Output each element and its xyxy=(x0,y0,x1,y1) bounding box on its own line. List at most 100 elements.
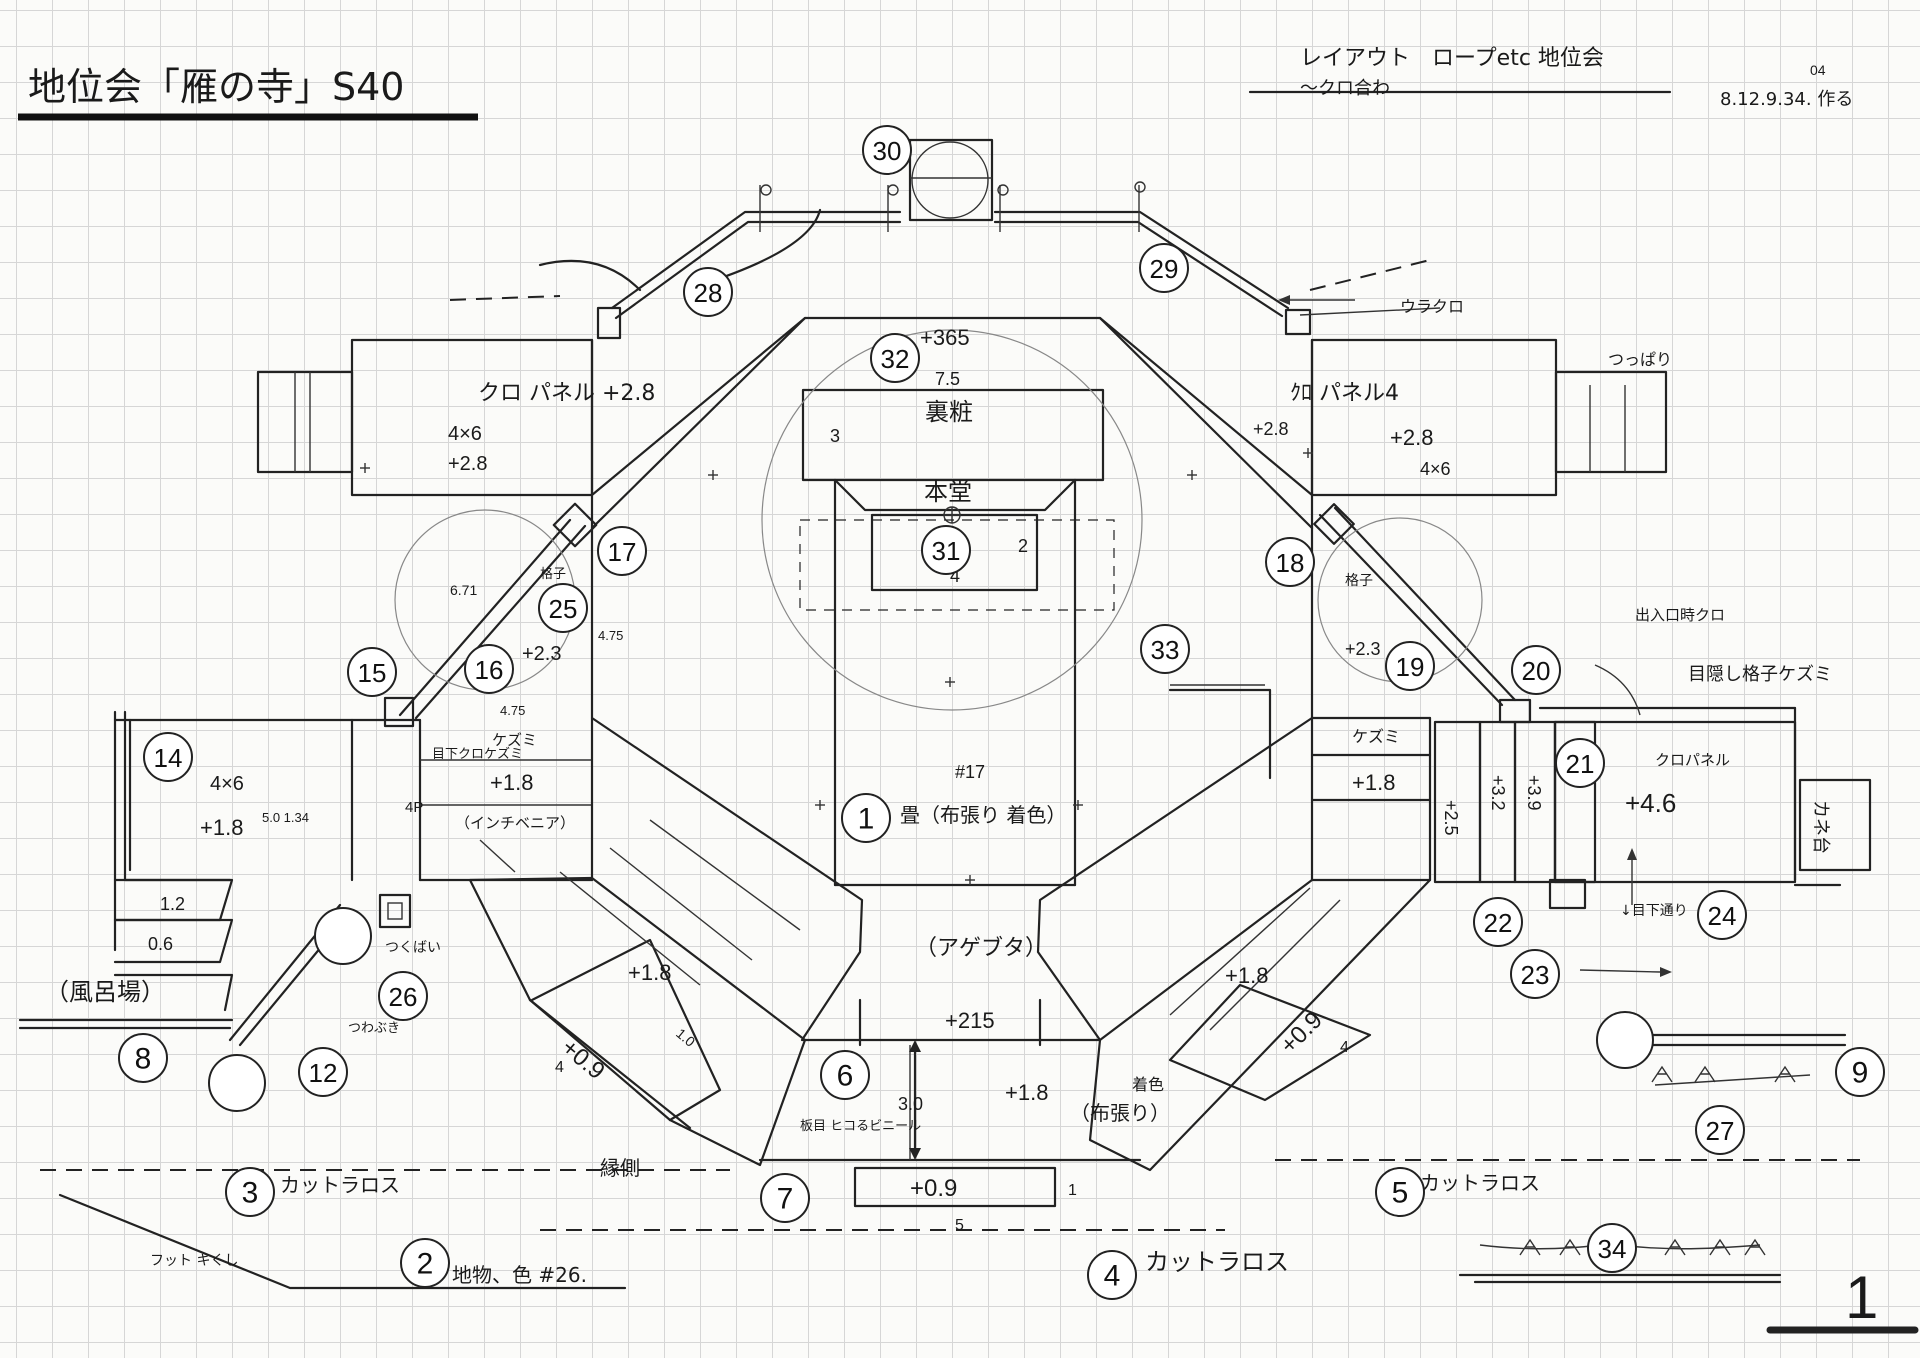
marker-14: 14 xyxy=(143,732,193,782)
left-steps xyxy=(256,370,354,474)
marker-19: 19 xyxy=(1385,641,1435,691)
top-rope-rail xyxy=(449,181,1441,340)
marker-number-30: 30 xyxy=(873,136,902,166)
label-dim-671: 6.71 xyxy=(450,582,477,598)
marker-number-16: 16 xyxy=(475,655,504,685)
label-nuno: （布張り） xyxy=(1070,1101,1170,1125)
label-left-block-dim: 5.0 1.34 xyxy=(262,810,309,825)
label-h18-lr: +1.8 xyxy=(1225,963,1268,988)
marker-circle-30 xyxy=(862,125,912,175)
label-kezumi-left: ケズミ xyxy=(492,731,537,749)
marker-circle-5 xyxy=(1375,1167,1425,1217)
label-h17: #17 xyxy=(955,762,985,782)
marker-circle-27 xyxy=(1695,1105,1745,1155)
marker-3: 3 xyxy=(225,1167,275,1217)
marker-31: 31 xyxy=(921,525,971,575)
marker-circle-7 xyxy=(760,1173,810,1223)
rear-altar xyxy=(801,388,1105,482)
label-dim-475a: 4.75 xyxy=(598,628,623,643)
label-h23-right: +2.3 xyxy=(1345,639,1381,659)
marker-number-3: 3 xyxy=(242,1177,259,1210)
marker-number-23: 23 xyxy=(1521,960,1550,990)
marker-circle-19 xyxy=(1385,641,1435,691)
label-dim-2: 2 xyxy=(1018,536,1028,556)
marker-circle-1 xyxy=(841,793,891,843)
marker-34: 34 xyxy=(1587,1223,1637,1273)
marker-number-33: 33 xyxy=(1151,635,1180,665)
label-abuta: （アゲブタ） xyxy=(915,936,1047,961)
marker-circle-24 xyxy=(1697,890,1747,940)
label-h18-ll: +1.8 xyxy=(628,960,671,985)
marker-21: 21 xyxy=(1555,738,1605,788)
header-note: レイアウト ロープetc 地位会 xyxy=(1300,46,1604,71)
marker-circle-18 xyxy=(1265,537,1315,587)
marker-2: 2 xyxy=(400,1238,450,1288)
marker-23: 23 xyxy=(1510,949,1560,999)
stone-circle-b xyxy=(208,1054,266,1112)
label-left-wing: クロ パネル +2.8 xyxy=(478,381,655,406)
label-tsukubai: つくばい xyxy=(385,940,441,956)
stone-circle-c xyxy=(1596,1011,1654,1069)
marker-circle-33 xyxy=(1140,624,1190,674)
stone-circle-a xyxy=(314,907,372,965)
marker-number-17: 17 xyxy=(608,537,637,567)
marker-circle-25 xyxy=(538,583,588,633)
marker-4: 4 xyxy=(1087,1250,1137,1300)
label-h18-b: +1.8 xyxy=(1005,1080,1048,1105)
marker-1: 1 xyxy=(841,793,891,843)
marker-number-18: 18 xyxy=(1276,548,1305,578)
marker-24: 24 xyxy=(1697,890,1747,940)
label-dim-3: 3 xyxy=(830,426,840,446)
bottom-step xyxy=(853,1166,1057,1208)
marker-label-5: カットラロス xyxy=(1420,1171,1540,1195)
label-dim-4p: 4P xyxy=(405,799,423,816)
marker-33: 33 xyxy=(1140,624,1190,674)
marker-circle-2 xyxy=(400,1238,450,1288)
marker-number-5: 5 xyxy=(1392,1177,1409,1210)
label-kakusu: 目隠し格子ケズミ xyxy=(1688,664,1832,685)
label-dim-10: 1.0 xyxy=(673,1025,698,1050)
marker-circle-6 xyxy=(820,1050,870,1100)
marker-circle-20 xyxy=(1511,645,1561,695)
label-dim-475b: 4.75 xyxy=(500,703,525,718)
shrub-marks xyxy=(1519,1065,1796,1256)
marker-number-26: 26 xyxy=(389,982,418,1012)
marker-number-27: 27 xyxy=(1706,1116,1735,1146)
label-dim-5: 5 xyxy=(955,1217,964,1234)
marker-5: 5 xyxy=(1375,1167,1425,1217)
label-top-center: +365 xyxy=(920,325,970,350)
marker-number-22: 22 xyxy=(1484,908,1513,938)
label-tsuppari: つっぱり xyxy=(1608,350,1672,369)
label-dim-30: 3.0 xyxy=(898,1094,923,1114)
page-number: 1 xyxy=(1845,1264,1878,1331)
inner-dashed xyxy=(799,519,1115,611)
marker-circle-9 xyxy=(1835,1047,1885,1097)
marker-number-12: 12 xyxy=(309,1058,338,1088)
marker-label-4: カットラロス xyxy=(1145,1248,1289,1276)
label-arrow-down: ↓目下通り xyxy=(1620,903,1688,919)
label-left-wing-h: +2.8 xyxy=(448,453,487,475)
marker-12: 12 xyxy=(298,1047,348,1097)
label-h25: +2.5 xyxy=(1441,800,1461,836)
label-sokui: 目下クロケズミ xyxy=(432,746,523,762)
label-right-wing-h2: +2.8 xyxy=(1390,425,1433,450)
marker-circle-3 xyxy=(225,1167,275,1217)
marker-circle-8 xyxy=(118,1033,168,1083)
label-tsuwabuki: つわぶき xyxy=(348,1021,400,1036)
marker-number-4: 4 xyxy=(1104,1260,1121,1293)
marker-9: 9 xyxy=(1835,1047,1885,1097)
marker-30: 30 xyxy=(862,125,912,175)
marker-circle-34 xyxy=(1587,1223,1637,1273)
label-itame: 板目 ヒコるビニール xyxy=(800,1119,921,1134)
marker-number-20: 20 xyxy=(1522,656,1551,686)
right-steps xyxy=(1554,370,1668,474)
marker-number-6: 6 xyxy=(837,1060,854,1093)
marker-8: 8 xyxy=(118,1033,168,1083)
label-kanji-right: 格子 xyxy=(1345,573,1373,589)
marker-circle-26 xyxy=(378,971,428,1021)
label-h23-left: +2.3 xyxy=(522,643,561,665)
label-dim-4l: 4 xyxy=(555,1059,564,1076)
cross-marks xyxy=(360,448,1313,885)
marker-18: 18 xyxy=(1265,537,1315,587)
